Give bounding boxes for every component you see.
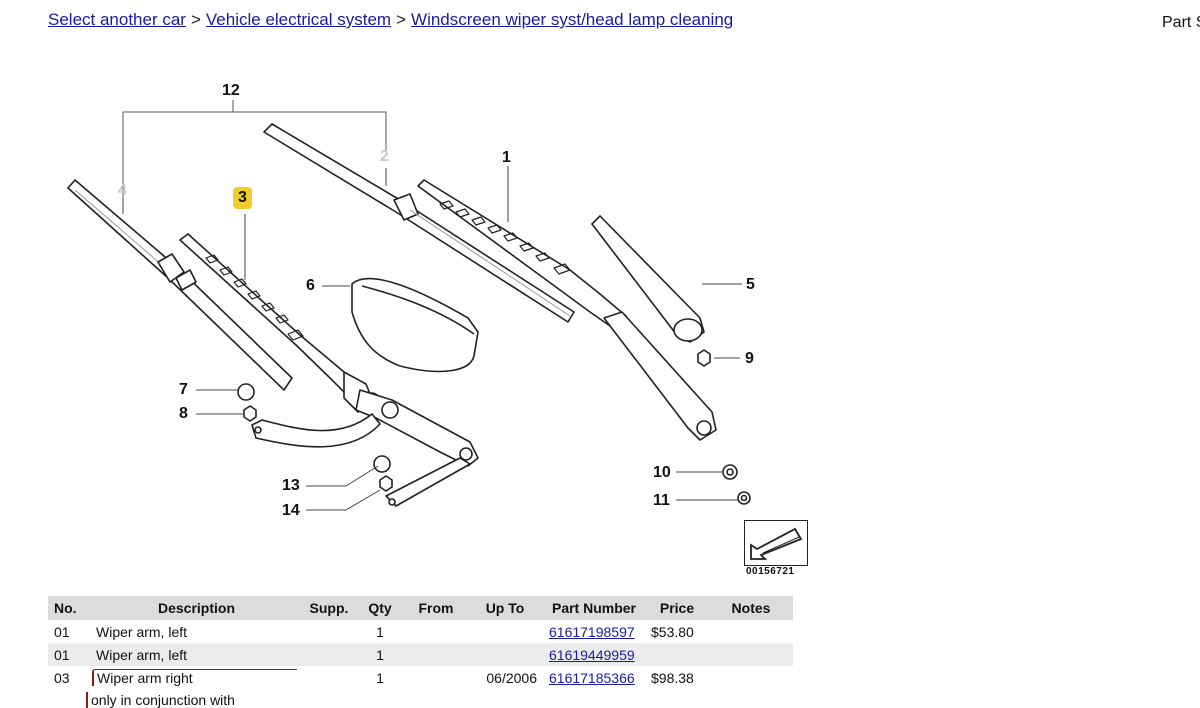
callout-6[interactable]: 6	[306, 277, 315, 294]
col-qty: Qty	[355, 596, 405, 620]
callout-7[interactable]: 7	[179, 381, 188, 398]
callout-11[interactable]: 11	[653, 492, 670, 509]
callout-2[interactable]: 2	[380, 148, 389, 165]
col-no: No.	[48, 596, 90, 620]
row-from	[405, 643, 467, 666]
col-from: From	[405, 596, 467, 620]
row-no: 03	[54, 669, 70, 686]
table-row: 03 Wiper arm right 1 06/2006 61617185366…	[48, 666, 793, 689]
row-qty: 1	[376, 623, 384, 640]
row-price: $53.80	[651, 623, 694, 640]
callout-13[interactable]: 13	[282, 477, 300, 494]
row-qty: 1	[355, 643, 405, 666]
row-from	[405, 620, 467, 643]
part-number-link[interactable]: 61619449959	[549, 646, 635, 663]
row-price	[645, 643, 709, 666]
callout-14[interactable]: 14	[282, 502, 300, 519]
row-upto: 06/2006	[486, 669, 537, 686]
callout-10[interactable]: 10	[653, 464, 671, 481]
row-from	[405, 666, 467, 689]
parts-table: No. Description Supp. Qty From Up To Par…	[48, 596, 793, 689]
parts-heading: Part S	[1162, 14, 1200, 31]
row-description: Wiper arm, left	[90, 643, 303, 666]
row-upto	[467, 643, 543, 666]
row-subnote: only in conjunction with	[86, 692, 235, 708]
col-price: Price	[645, 596, 709, 620]
col-part-number: Part Number	[543, 596, 645, 620]
row-description: Wiper arm, left	[96, 623, 188, 640]
callout-3-highlighted[interactable]: 3	[233, 187, 252, 209]
row-qty: 1	[376, 669, 384, 686]
part-number-link[interactable]: 61617185366	[549, 669, 635, 686]
table-header-row: No. Description Supp. Qty From Up To Par…	[48, 596, 793, 620]
table-row: 01 Wiper arm, left 1 61617198597 $53.80	[48, 620, 793, 643]
row-notes	[709, 643, 793, 666]
row-price: $98.38	[651, 669, 694, 686]
row-notes	[709, 666, 793, 689]
parts-diagram	[67, 100, 751, 511]
part-number-link[interactable]: 61617198597	[549, 623, 635, 640]
row-description: Wiper arm right	[92, 669, 297, 686]
callout-1[interactable]: 1	[502, 149, 511, 166]
diagram-id: 00156721	[746, 566, 795, 577]
table-row: 01 Wiper arm, left 1 61619449959	[48, 643, 793, 666]
row-no: 01	[48, 643, 90, 666]
col-description: Description	[90, 596, 303, 620]
row-no: 01	[54, 623, 70, 640]
row-supp	[303, 666, 355, 689]
row-supp	[303, 620, 355, 643]
callout-12[interactable]: 12	[222, 82, 240, 99]
breadcrumb-separator: >	[396, 10, 407, 29]
breadcrumb: Select another car>Vehicle electrical sy…	[48, 10, 733, 30]
callout-5[interactable]: 5	[746, 276, 755, 293]
orientation-arrow-icon	[744, 520, 808, 566]
callout-8[interactable]: 8	[179, 405, 188, 422]
row-supp	[303, 643, 355, 666]
breadcrumb-separator: >	[190, 10, 201, 29]
breadcrumb-select-car[interactable]: Select another car	[48, 10, 186, 29]
breadcrumb-electrical-system[interactable]: Vehicle electrical system	[205, 10, 392, 29]
col-supp: Supp.	[303, 596, 355, 620]
callout-9[interactable]: 9	[745, 350, 754, 367]
col-notes: Notes	[709, 596, 793, 620]
callout-4[interactable]: 4	[118, 182, 127, 199]
row-upto	[467, 620, 543, 643]
breadcrumb-wiper-system[interactable]: Windscreen wiper syst/head lamp cleaning	[411, 10, 734, 29]
col-upto: Up To	[467, 596, 543, 620]
row-notes	[709, 620, 793, 643]
